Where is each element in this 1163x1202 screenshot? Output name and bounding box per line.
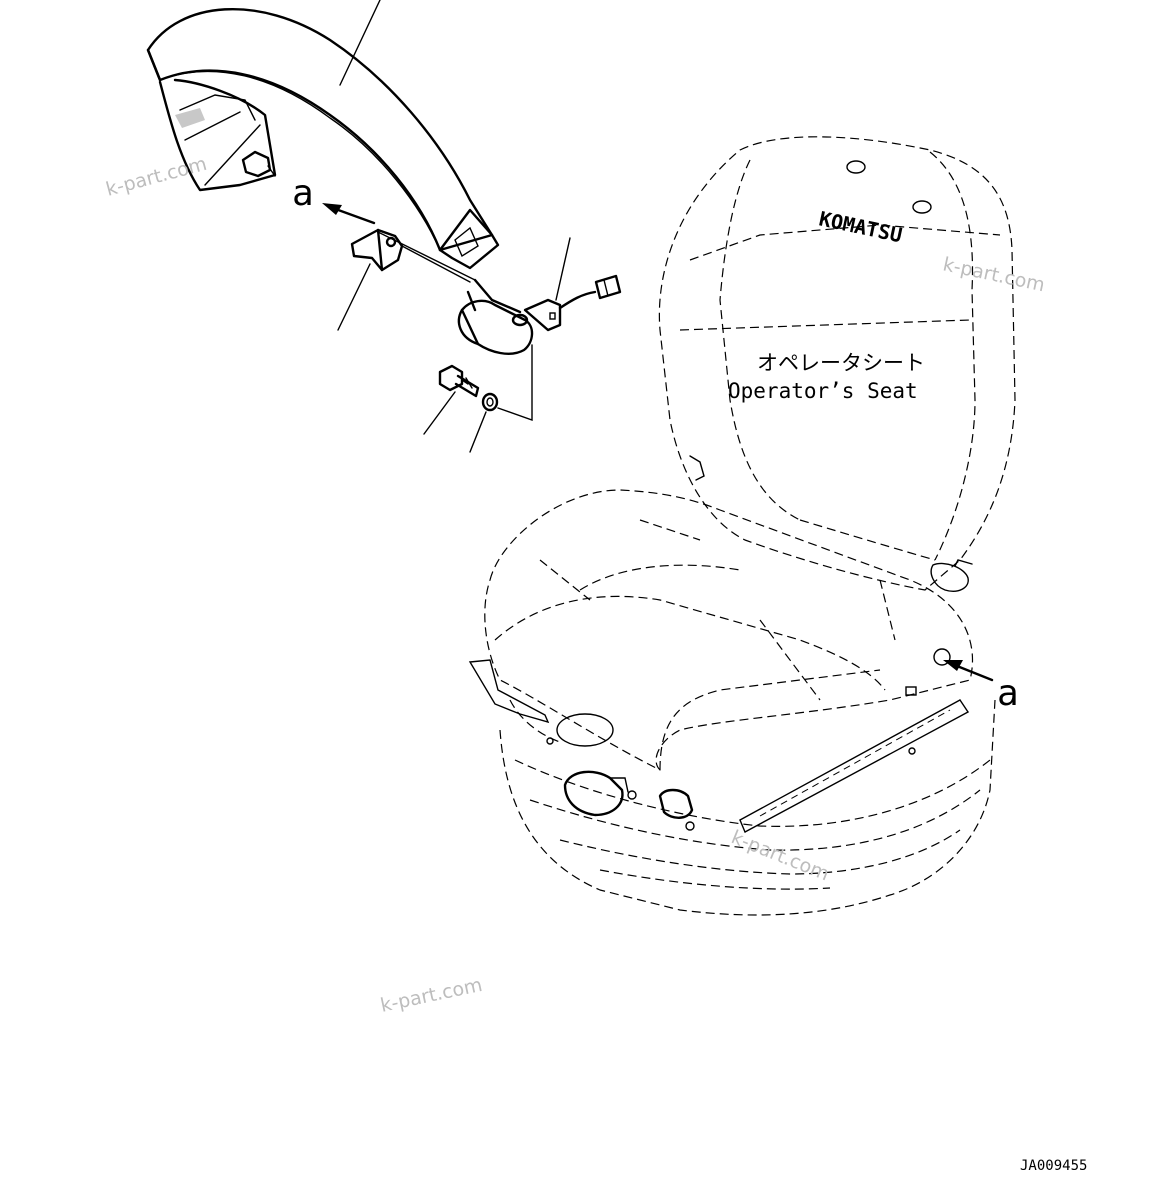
bolt: [423, 364, 480, 435]
watermark: k-part.com: [941, 253, 1047, 296]
callout-arrow-right: a: [943, 660, 1019, 714]
drawing-number: JA009455: [1020, 1158, 1087, 1174]
watermark: k-part.com: [104, 153, 210, 201]
bracket-clip: [337, 228, 476, 331]
watermark: k-part.com: [378, 974, 484, 1017]
callout-arrow-left: a: [292, 173, 376, 225]
seat-label-en: Operator’s Seat: [728, 379, 918, 403]
armrest: [146, 0, 500, 270]
callout-letter-left: a: [292, 173, 314, 214]
watermark: k-part.com: [728, 826, 832, 885]
washer: [469, 392, 499, 453]
seat-label: オペレータシート Operator’s Seat: [728, 351, 925, 403]
brand-mark: KOMATSU: [817, 206, 904, 247]
operator-seat: KOMATSU: [468, 136, 1016, 916]
callout-letter-right: a: [997, 673, 1019, 714]
armrest-hinge: [457, 237, 622, 421]
seat-label-jp: オペレータシート: [757, 351, 925, 375]
